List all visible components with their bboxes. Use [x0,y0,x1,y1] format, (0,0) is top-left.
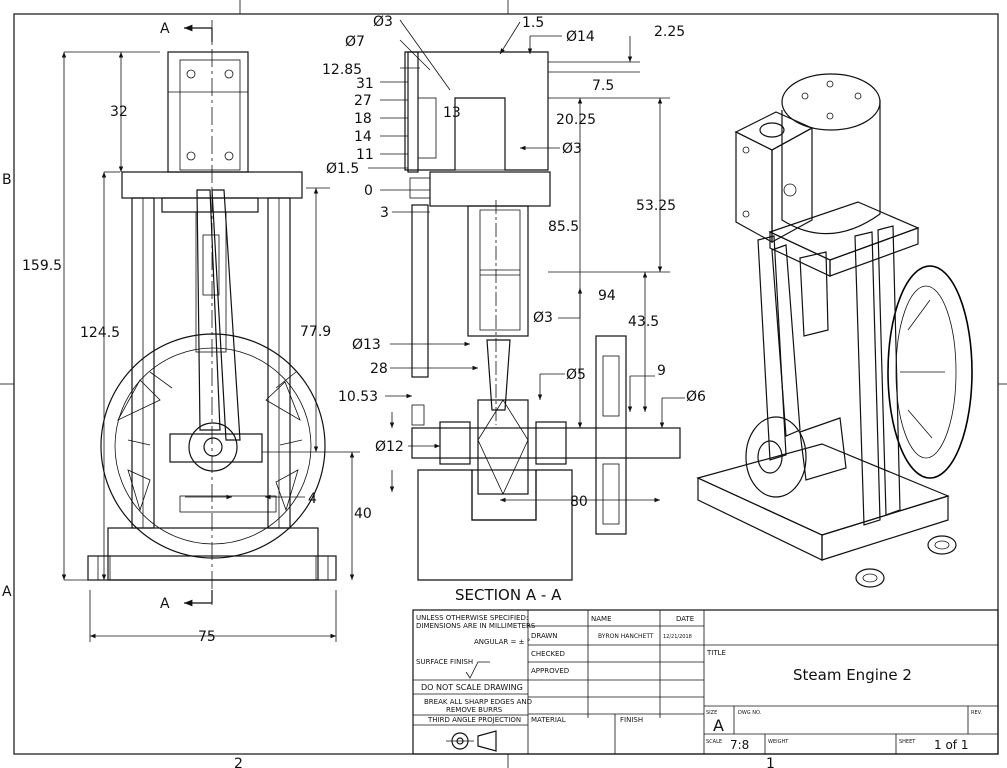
dim-32: 32 [110,104,128,120]
zone-label-1: 1 [766,756,775,768]
dim-94: 94 [598,288,616,304]
tb-finish-label: FINISH [620,716,643,724]
zone-label-a: A [2,584,12,600]
tb-title: Steam Engine 2 [793,666,912,684]
dim-18: 18 [354,111,372,127]
tb-drawn-name: BYRON HANCHETT [598,633,654,640]
dim-1-5: 1.5 [522,15,544,31]
dim-4: 4 [308,491,317,507]
dim-53-25: 53.25 [636,198,676,214]
dim-7-5: 7.5 [592,78,614,94]
dim-13: 13 [443,105,461,121]
dim-75: 75 [198,629,216,645]
zone-label-2: 2 [234,756,243,768]
dim-80: 80 [570,494,588,510]
dim-0: 0 [364,183,373,199]
tb-material-label: MATERIAL [531,716,566,724]
tb-surface-finish: SURFACE FINISH [416,658,473,666]
tb-unless: UNLESS OTHERWISE SPECIFIED: [416,614,528,622]
tb-drawn-label: DRAWN [531,632,558,640]
section-cut-markers [184,24,213,607]
dim-dia14: Ø14 [566,29,595,45]
dim-dia3-low: Ø3 [533,310,553,326]
dim-dia3-top: Ø3 [373,14,393,30]
section-marker-top: A [160,21,170,37]
tb-angular: ANGULAR = ± ° [474,638,530,646]
tb-sheet-label: SHEET [899,739,916,745]
front-view [87,20,337,605]
dim-28: 28 [370,361,388,377]
front-dimension-lines [61,51,360,642]
dim-9: 9 [657,363,666,379]
flywheel-front [100,333,326,559]
tb-projection: THIRD ANGLE PROJECTION [427,716,521,724]
tb-checked-label: CHECKED [531,650,565,658]
dim-2-25: 2.25 [654,24,685,40]
tb-title-label: TITLE [706,649,726,657]
dim-85-5: 85.5 [548,219,579,235]
dim-14: 14 [354,129,372,145]
tb-break-edges-2: REMOVE BURRS [446,706,503,714]
dim-40: 40 [354,506,372,522]
dim-dia1-5: Ø1.5 [326,161,359,177]
dim-12-85: 12.85 [322,62,362,78]
tb-scale-label: SCALE [706,739,722,745]
tb-sheet: 1 of 1 [934,738,968,752]
dim-3: 3 [380,205,389,221]
section-leader-lines [368,19,685,503]
dim-11: 11 [356,147,374,163]
tb-date-header: DATE [676,615,694,623]
section-marker-bottom: A [160,596,170,612]
dim-dia12: Ø12 [375,439,404,455]
dim-dia3-mid: Ø3 [562,141,582,157]
tb-rev-label: REV. [971,710,982,716]
title-block [412,609,999,755]
dim-43-5: 43.5 [628,314,659,330]
dim-20-25: 20.25 [556,112,596,128]
section-view [404,51,681,581]
tb-scale: 7:8 [730,738,749,752]
dim-10-53: 10.53 [338,389,378,405]
tb-drawn-date: 12/21/2018 [663,634,692,640]
isometric-view [696,73,973,588]
tb-dims-in: DIMENSIONS ARE IN MILLIMETERS [416,622,536,630]
tb-dwg-label: DWG NO. [738,710,762,716]
dim-dia5: Ø5 [566,367,586,383]
dim-dia7: Ø7 [345,34,365,50]
dim-dia13: Ø13 [352,337,381,353]
tb-name-header: NAME [591,615,612,623]
dim-159-5: 159.5 [22,258,62,274]
tb-size: A [713,716,724,735]
dim-27: 27 [354,93,372,109]
dim-77-9: 77.9 [300,324,331,340]
tb-approved-label: APPROVED [531,667,569,675]
section-title: SECTION A - A [455,586,562,604]
dim-124-5: 124.5 [80,325,120,341]
tb-break-edges-1: BREAK ALL SHARP EDGES AND [424,698,532,706]
dim-31: 31 [356,76,374,92]
dim-dia6: Ø6 [686,389,706,405]
tb-size-label: SIZE [706,710,717,716]
tb-weight-label: WEIGHT [768,739,789,745]
tb-do-not-scale: DO NOT SCALE DRAWING [421,683,523,692]
zone-label-b: B [2,172,12,188]
